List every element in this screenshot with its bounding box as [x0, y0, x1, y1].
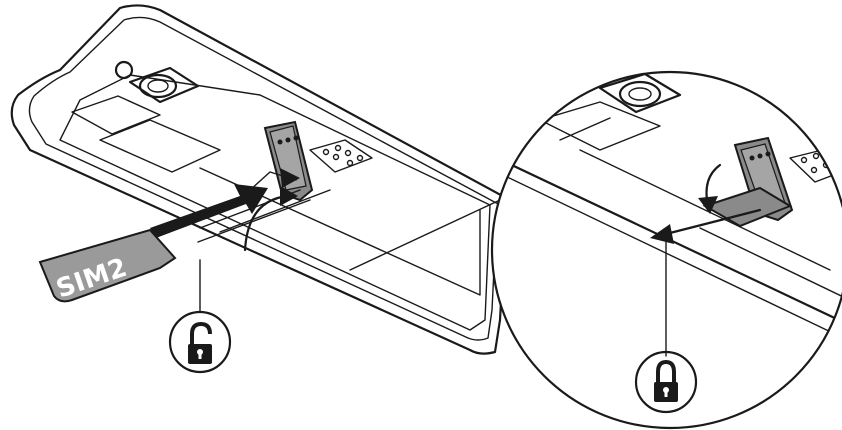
battery-compartment — [71, 95, 501, 296]
camera-module — [114, 60, 200, 104]
lock-icon — [654, 359, 678, 402]
sim-card: SIM2 — [38, 228, 177, 305]
zoom-detail — [490, 70, 842, 430]
flip-arrow — [243, 186, 298, 252]
phone-back-housing — [10, 4, 512, 355]
lock-callout — [634, 237, 698, 414]
sim-slot-area — [263, 120, 373, 202]
unlock-callout — [168, 259, 232, 374]
insert-arrow — [150, 168, 300, 238]
unlock-icon — [188, 321, 212, 364]
sim-card-inserted — [702, 186, 793, 228]
